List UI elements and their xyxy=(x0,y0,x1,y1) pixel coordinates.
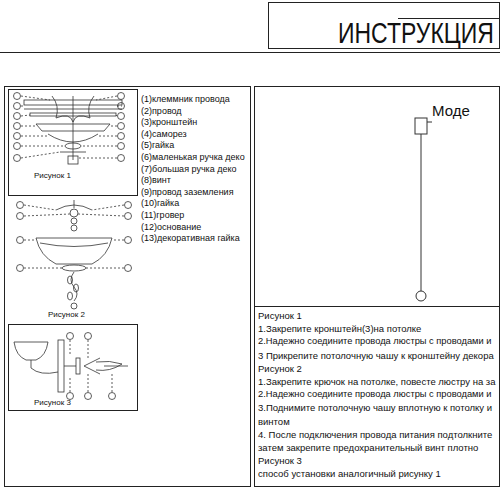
instruction-line: способ установки аналогичный рисунку 1 xyxy=(258,468,441,480)
part-name: (9)провод заземления xyxy=(141,187,245,199)
instruction-line: 1.Закрепите крючок на потолке, повесте л… xyxy=(258,376,495,388)
part-name: (7)большая ручка деко xyxy=(141,164,245,176)
instruction-line: 2.Надежно соедините провода люстры с про… xyxy=(258,389,491,401)
instruction-line: Рисунок 2 xyxy=(258,363,302,375)
part-name: (8)винт xyxy=(141,175,245,187)
figure-caption: Рисунок 1 xyxy=(34,171,71,181)
part-name: (5)гайка xyxy=(141,140,245,152)
part-name: (6)маленькая ручка деко xyxy=(141,152,245,164)
parts-list: (1)клеммник провода(2)провод(3)кронштейн… xyxy=(141,94,245,245)
instruction-line: 2.Надежно соедините провода люстры с про… xyxy=(258,336,491,348)
instruction-line: 4. После подключения провода питания под… xyxy=(258,429,492,441)
instruction-line: Рисунок 1 xyxy=(258,310,302,322)
part-name: (11)гровер xyxy=(141,210,245,222)
part-name: (12)основание xyxy=(141,222,245,234)
model-label: Моде xyxy=(432,102,470,121)
part-name: (2)провод xyxy=(141,106,245,118)
instruction-line: винтом xyxy=(258,416,290,428)
instruction-line: затем закрепите предохранительный винт п… xyxy=(258,442,478,454)
figure-caption: Рисунок 2 xyxy=(48,310,85,320)
part-name: (3)кронштейн xyxy=(141,117,245,129)
instruction-line: Рисунок 3 xyxy=(258,455,302,467)
figure-caption: Рисунок 3 xyxy=(34,398,71,408)
sheet-title: ИНСТРУКЦИЯ xyxy=(338,14,494,52)
part-name: (1)клеммник провода xyxy=(141,94,245,106)
instruction-line: 3 Прикрепите потолочную чашу к кронштейн… xyxy=(258,350,494,362)
instruction-line: 3.Поднимите потолочную чашу вплотную к п… xyxy=(258,402,492,414)
part-name: (4)саморез xyxy=(141,129,245,141)
instruction-line: 1.Закрепите кронштейн(3)на потолке xyxy=(258,323,421,335)
part-name: (13)декоративная гайка xyxy=(141,233,245,245)
part-name: (10)гайка xyxy=(141,198,245,210)
